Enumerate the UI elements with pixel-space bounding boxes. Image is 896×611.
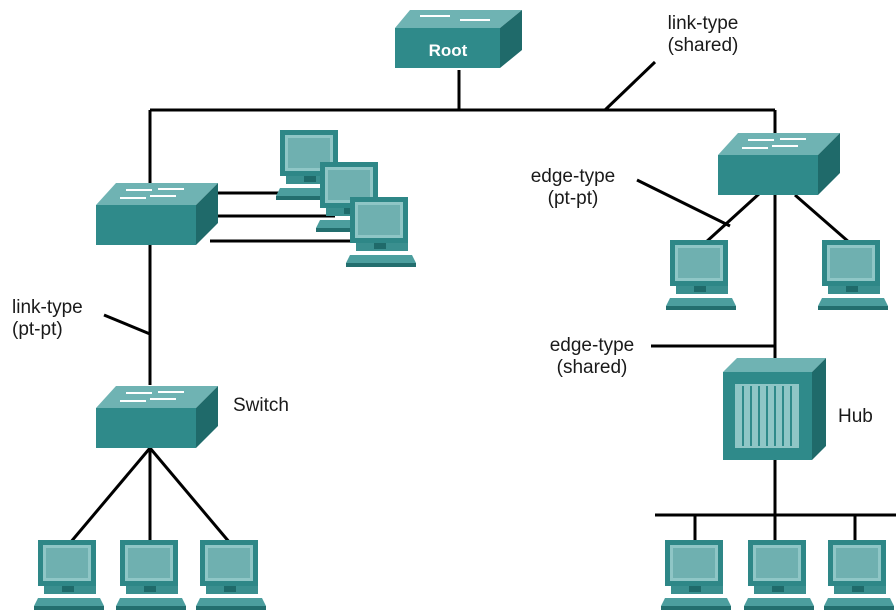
left-switch <box>95 182 219 246</box>
link-type-shared-label: link-type (shared) <box>648 13 758 57</box>
label-line: link-type <box>12 297 83 318</box>
root-label: Root <box>429 41 468 60</box>
edge-type-ptpt-label: edge-type (pt-pt) <box>518 166 628 210</box>
connections <box>68 70 896 544</box>
pc-icon <box>661 540 731 610</box>
label-line: (shared) <box>667 35 739 56</box>
link-type-ptpt-label: link-type (pt-pt) <box>12 297 83 341</box>
edge-type-shared-label: edge-type (shared) <box>532 335 652 379</box>
pc-icon <box>824 540 894 610</box>
access-switch <box>95 385 219 449</box>
pc-icon <box>34 540 104 610</box>
pc-icon <box>744 540 814 610</box>
right-switch <box>717 132 841 196</box>
label-line: edge-type <box>530 166 616 187</box>
label-line: (pt-pt) <box>547 188 599 209</box>
pc-icon <box>116 540 186 610</box>
pc-icon <box>346 197 416 267</box>
label-line: link-type <box>667 13 739 34</box>
leader-lines <box>103 60 775 348</box>
hub-icon <box>723 358 826 460</box>
pc-icon <box>196 540 266 610</box>
label-line: (shared) <box>556 357 628 378</box>
root-switch: Root <box>395 10 522 68</box>
label-line: edge-type <box>549 335 635 356</box>
hub-label: Hub <box>838 406 873 427</box>
switch-label: Switch <box>233 395 289 416</box>
label-line: (pt-pt) <box>12 319 63 340</box>
pc-icon <box>666 240 736 310</box>
pc-icon <box>818 240 888 310</box>
